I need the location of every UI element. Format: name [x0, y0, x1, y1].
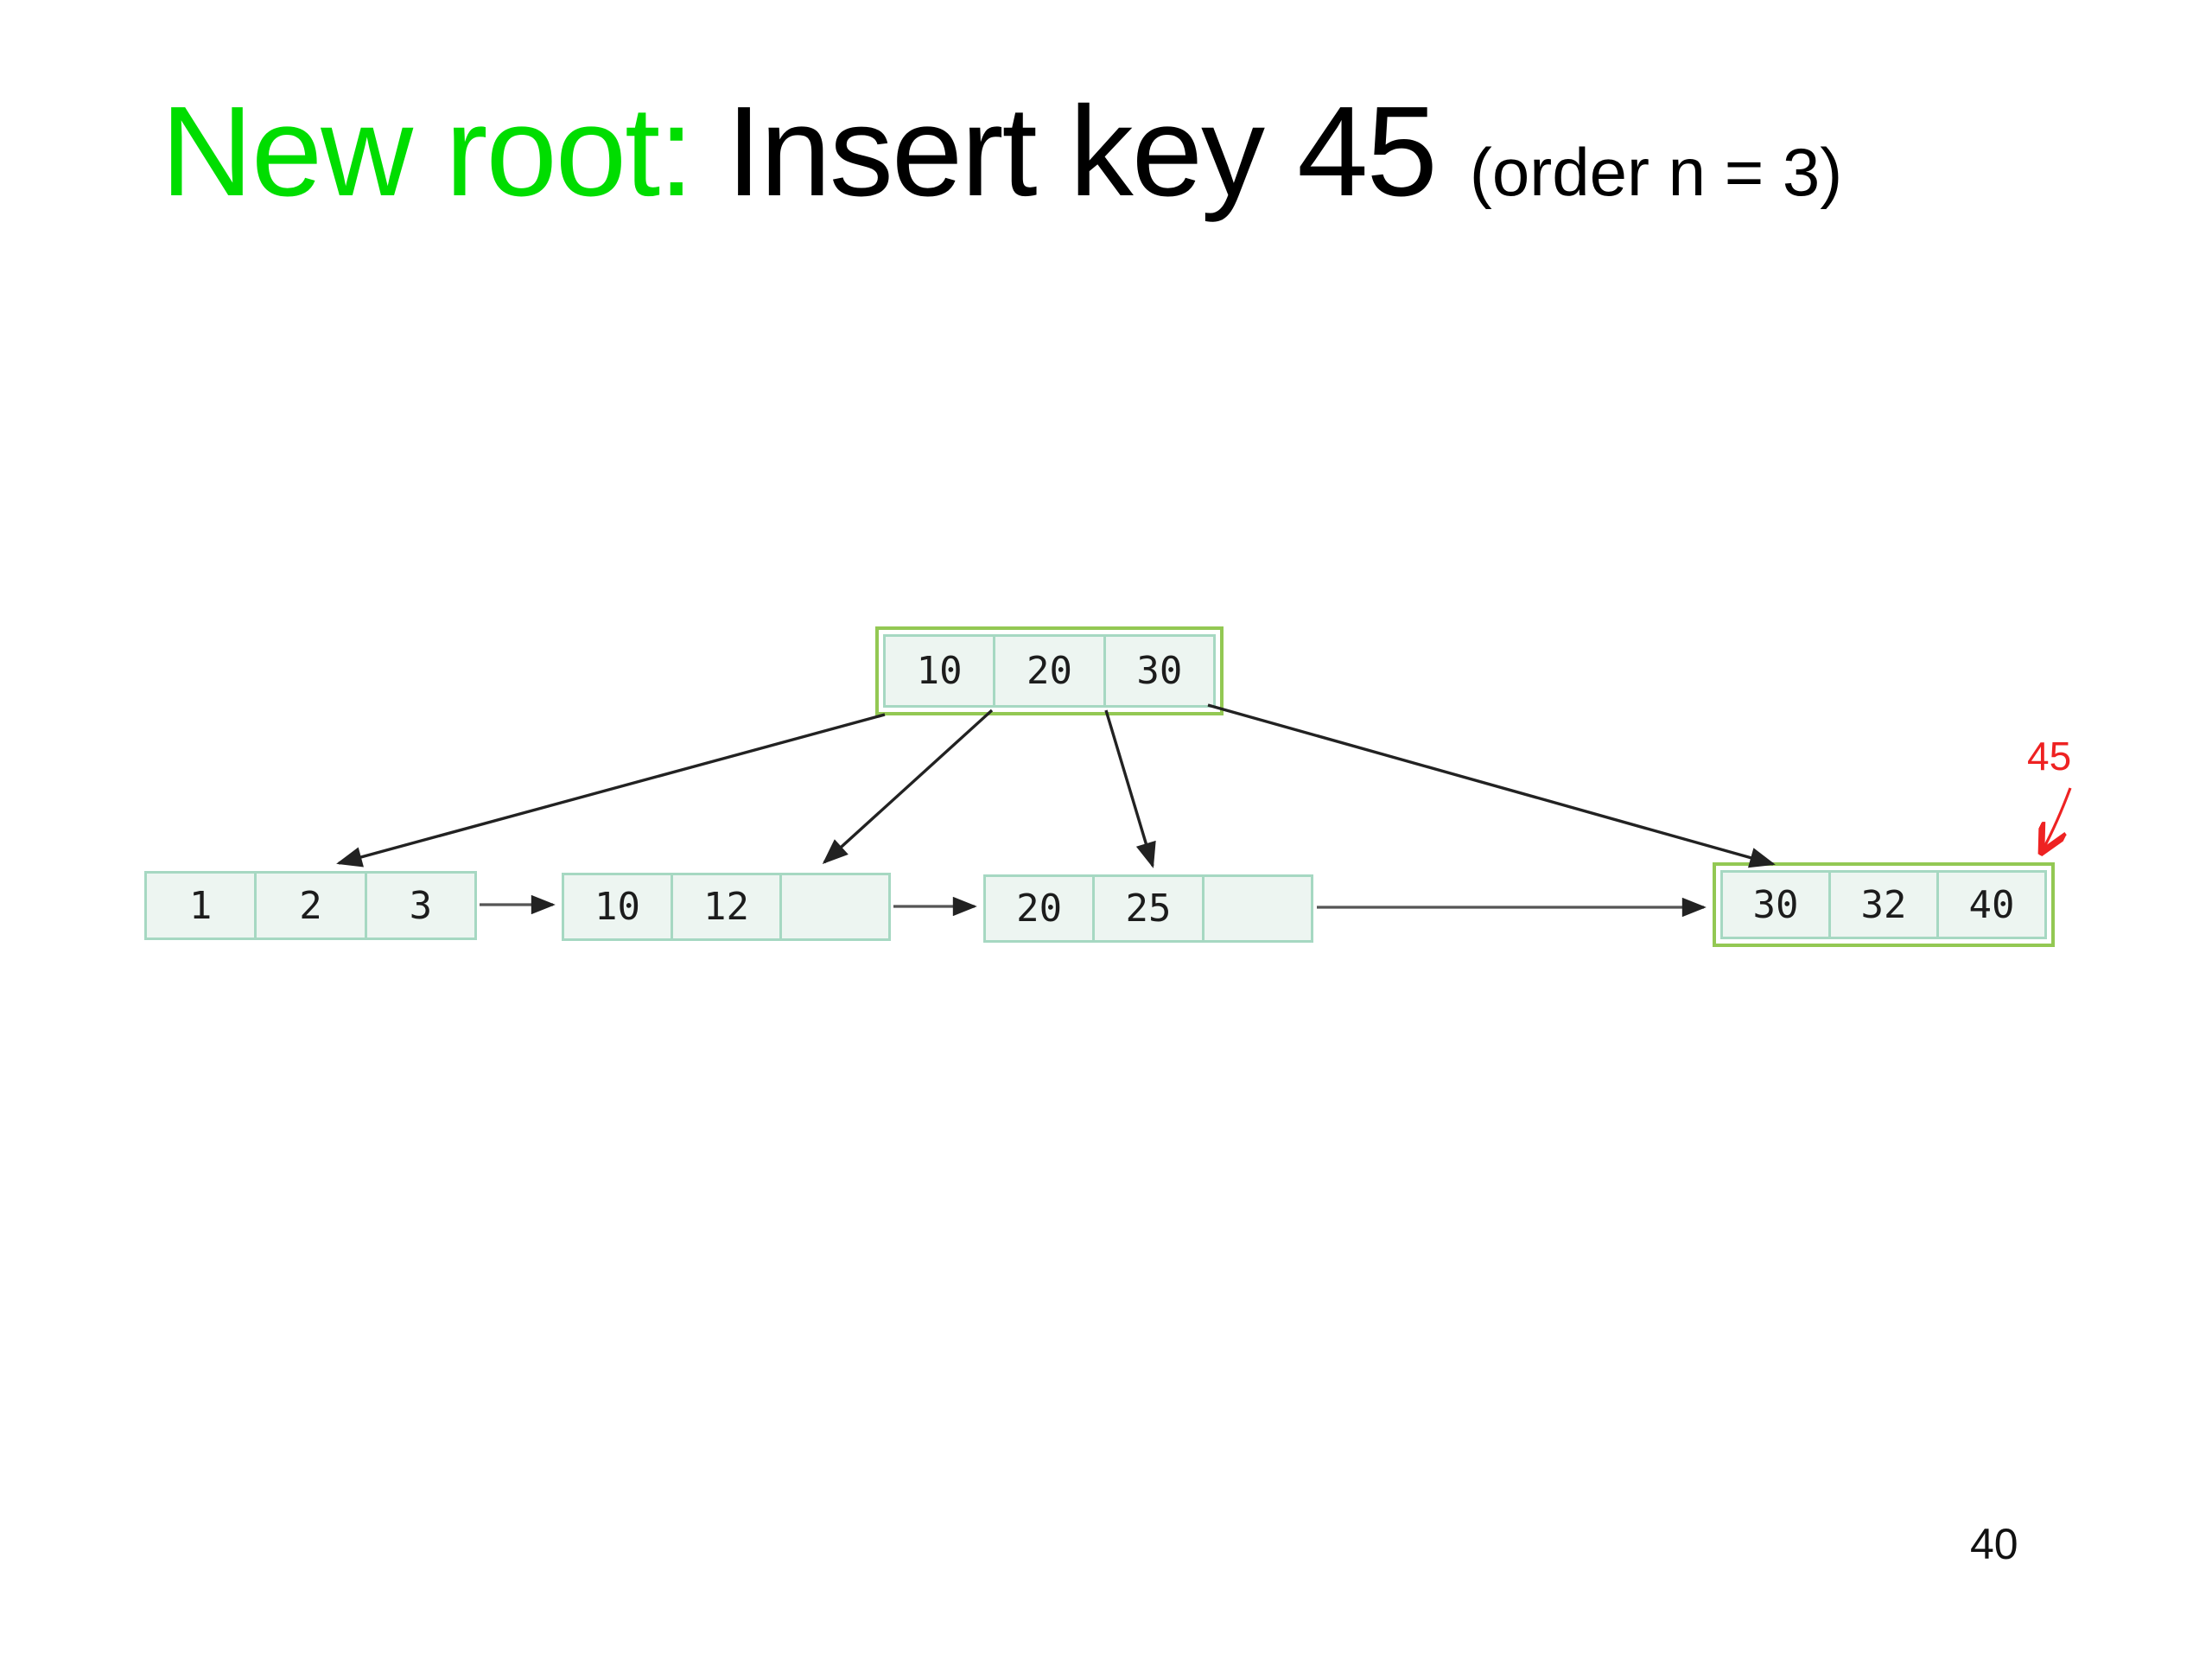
- leaf3-cell-2: 25: [1092, 877, 1201, 940]
- leaf4-cell-3: 40: [1936, 873, 2044, 937]
- page-number: 40: [1970, 1520, 2018, 1568]
- insert-key-arrow: [2043, 787, 2072, 850]
- leaf4-cell-1: 30: [1752, 882, 1799, 927]
- root-highlight-box: 10 20 30: [875, 626, 1224, 715]
- leaf2-cell-1: 10: [594, 885, 640, 929]
- leaf-node-1: 1 2 3: [144, 871, 477, 940]
- leaf1-cell-1: 1: [188, 883, 213, 928]
- leaf3-cell-1: 20: [1016, 887, 1063, 931]
- leaf1-cell-2: 2: [254, 874, 364, 938]
- arrow-root-to-leaf1: [336, 713, 886, 868]
- title-highlight-text: New root:: [161, 80, 694, 223]
- leaf2-cell-2: 12: [671, 875, 779, 938]
- leaf-node-2: 10 12: [562, 873, 891, 941]
- arrow-root-to-leaf2: [822, 709, 994, 864]
- arrow-root-to-leaf3: [1104, 709, 1156, 868]
- root-cell-3: 30: [1103, 637, 1213, 705]
- leaf-node-3: 20 25: [983, 874, 1313, 943]
- leaf4-highlight-box: 30 32 40: [1713, 862, 2055, 947]
- insert-key-label: 45: [2027, 734, 2072, 779]
- root-cell-2: 20: [993, 637, 1103, 705]
- arrow-root-to-leaf4: [1207, 703, 1776, 868]
- leaf4-cell-2: 32: [1828, 873, 1936, 937]
- title-suffix-text: (order n = 3): [1469, 134, 1843, 210]
- root-node: 10 20 30: [883, 634, 1216, 708]
- leaf2-cell-3: [779, 875, 888, 938]
- leaf-node-4: 30 32 40: [1720, 870, 2047, 939]
- slide-title: New root: Insert key 45 (order n = 3): [161, 88, 1842, 216]
- leaf1-cell-3: 3: [364, 874, 474, 938]
- root-cell-1: 10: [916, 649, 963, 693]
- title-main-text: Insert key 45: [692, 80, 1470, 223]
- leaf3-cell-3: [1201, 877, 1311, 940]
